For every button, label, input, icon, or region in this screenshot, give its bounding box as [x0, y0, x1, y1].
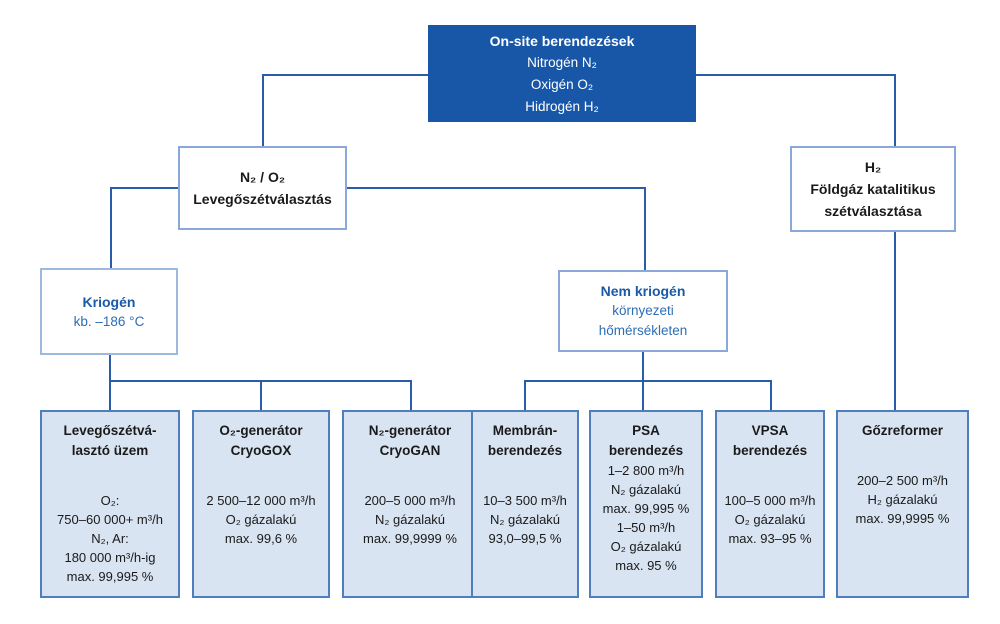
cryogox-title-1: O₂-generátor	[219, 423, 303, 438]
connector-root-to-air-separation-h	[262, 74, 428, 76]
air-separation-line-1: N₂ / O₂	[239, 169, 286, 185]
cryogan-body-line: 200–5 000 m³/h	[364, 493, 456, 508]
connector-drop-vpsa	[770, 380, 772, 410]
connector-drop-cryogox	[260, 380, 262, 410]
psa-title-2: berendezés	[608, 443, 684, 458]
node-onsite-equipment: On-site berendezések Nitrogén N₂ Oxigén …	[428, 25, 696, 122]
onsite-line-oxygen: Oxigén O₂	[530, 76, 594, 92]
node-n2-generator-cryogan: N₂-generátor CryoGAN 200–5 000 m³/h N₂ g…	[342, 410, 478, 598]
cryogan-body-line: max. 99,9999 %	[363, 531, 457, 546]
connector-airsep-to-noncryogenic-v	[644, 187, 646, 270]
non-cryogenic-title: Nem kriogén	[600, 283, 686, 299]
cryogenic-temperature: kb. –186 °C	[73, 313, 145, 329]
non-cryogenic-line-2: hőmérsékleten	[598, 323, 688, 338]
steam-reformer-body-line: H₂ gázalakú	[867, 492, 938, 507]
node-h2-natural-gas-separation: H₂ Földgáz katalitikus szétválasztása	[790, 146, 956, 232]
membrane-body-line: 10–3 500 m³/h	[483, 493, 567, 508]
psa-body-line: max. 95 %	[615, 558, 677, 573]
node-non-cryogenic: Nem kriogén környezeti hőmérsékleten	[558, 270, 728, 352]
psa-title-1: PSA	[632, 423, 660, 438]
node-air-separation-plant: Levegőszétvá- lasztó üzem O₂: 750–60 000…	[40, 410, 180, 598]
connector-root-to-h2-v	[894, 74, 896, 146]
psa-body-line: max. 99,995 %	[602, 501, 690, 516]
cryogenic-title: Kriogén	[82, 293, 136, 310]
node-o2-generator-cryogox: O₂-generátor CryoGOX 2 500–12 000 m³/h O…	[192, 410, 330, 598]
node-steam-reformer: Gőzreformer 200–2 500 m³/h H₂ gázalakú m…	[836, 410, 969, 598]
psa-body-line: N₂ gázalakú	[610, 482, 682, 497]
onsite-line-nitrogen: Nitrogén N₂	[527, 54, 597, 70]
membrane-title-1: Membrán-	[492, 423, 558, 438]
membrane-body-line: N₂ gázalakú	[489, 512, 561, 527]
connector-airsep-to-cryogenic-v	[110, 187, 112, 268]
non-cryogenic-line-1: környezeti	[612, 303, 674, 318]
cryogan-title-1: N₂-generátor	[368, 423, 452, 438]
connector-h2-to-steam-reformer	[894, 232, 896, 410]
connector-airsep-to-cryogenic-h	[110, 187, 178, 189]
vpsa-body-line: max. 93–95 %	[728, 531, 812, 546]
vpsa-body-line: O₂ gázalakú	[734, 512, 806, 527]
node-air-separation: N₂ / O₂ Levegőszétválasztás	[178, 146, 347, 230]
cryogox-title-2: CryoGOX	[230, 443, 292, 458]
cryogox-body-line: 2 500–12 000 m³/h	[206, 493, 316, 508]
air-separation-plant-title-2: lasztó üzem	[71, 443, 149, 458]
h2-separation-line-2: Földgáz katalitikus	[810, 181, 936, 197]
connector-root-to-h2-h	[696, 74, 896, 76]
air-separation-plant-title-1: Levegőszétvá-	[63, 423, 157, 438]
onsite-line-hydrogen: Hidrogén H₂	[525, 98, 599, 114]
air-separation-plant-body-line: O₂:	[100, 493, 120, 508]
steam-reformer-body-line: 200–2 500 m³/h	[856, 473, 949, 488]
connector-noncryogenic-bus	[524, 380, 772, 382]
cryogan-title-2: CryoGAN	[379, 443, 441, 458]
air-separation-plant-body-line: N₂, Ar:	[91, 531, 129, 546]
h2-separation-line-3: szétválasztása	[824, 203, 922, 219]
vpsa-title-1: VPSA	[751, 423, 789, 438]
node-vpsa-unit: VPSA berendezés 100–5 000 m³/h O₂ gázala…	[715, 410, 825, 598]
air-separation-plant-body-line: max. 99,995 %	[66, 569, 154, 584]
h2-separation-line-1: H₂	[864, 159, 882, 175]
air-separation-plant-body-line: 750–60 000+ m³/h	[57, 512, 163, 527]
vpsa-title-2: berendezés	[732, 443, 808, 458]
node-psa-unit: PSA berendezés 1–2 800 m³/h N₂ gázalakú …	[589, 410, 703, 598]
node-cryogenic: Kriogén kb. –186 °C	[40, 268, 178, 355]
connector-cryogenic-stem	[109, 355, 111, 410]
membrane-body-line: 93,0–99,5 %	[488, 531, 562, 546]
psa-body-line: 1–50 m³/h	[616, 520, 676, 535]
air-separation-line-2: Levegőszétválasztás	[193, 191, 332, 207]
psa-body-line: O₂ gázalakú	[610, 539, 682, 554]
air-separation-plant-body-line: 180 000 m³/h-ig	[64, 550, 156, 565]
connector-drop-membrane	[524, 380, 526, 410]
steam-reformer-body-line: max. 99,9995 %	[855, 511, 950, 526]
node-membrane-unit: Membrán- berendezés 10–3 500 m³/h N₂ gáz…	[471, 410, 579, 598]
vpsa-body-line: 100–5 000 m³/h	[724, 493, 816, 508]
connector-root-to-air-separation-v	[262, 74, 264, 146]
onsite-title: On-site berendezések	[489, 32, 635, 49]
membrane-title-2: berendezés	[487, 443, 563, 458]
cryogox-body-line: O₂ gázalakú	[225, 512, 297, 527]
connector-drop-cryogan	[410, 380, 412, 410]
cryogox-body-line: max. 99,6 %	[224, 531, 298, 546]
steam-reformer-title: Gőzreformer	[861, 423, 944, 438]
cryogan-body-line: N₂ gázalakú	[374, 512, 446, 527]
connector-airsep-to-noncryogenic-h	[347, 187, 645, 189]
psa-body-line: 1–2 800 m³/h	[607, 463, 685, 478]
